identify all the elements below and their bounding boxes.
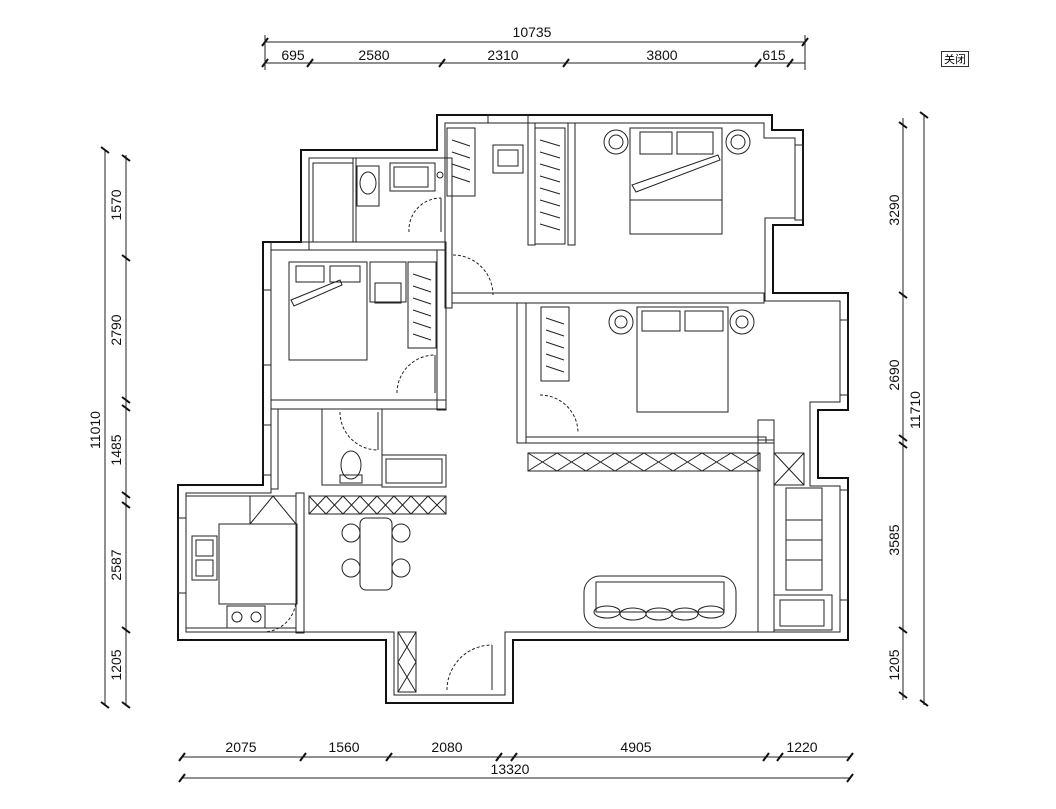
dim-bottom-seg: 1220 xyxy=(786,739,817,755)
dim-left-total: 11010 xyxy=(87,411,103,449)
dim-bottom-total: 13320 xyxy=(491,761,530,777)
dim-top-seg: 2310 xyxy=(487,47,518,63)
dim-left-seg: 1205 xyxy=(108,649,124,680)
dim-bottom-seg: 2075 xyxy=(225,739,256,755)
dim-bottom-seg: 4905 xyxy=(620,739,651,755)
windows xyxy=(177,114,849,601)
dimension-bottom: 2075 1560 2080 4905 1220 13320 xyxy=(178,739,854,783)
dimension-right: 3290 2690 3585 1205 11710 xyxy=(886,111,929,707)
dim-top-seg: 615 xyxy=(762,47,786,63)
kitchen-fixtures xyxy=(185,495,298,629)
dim-left-seg: 1485 xyxy=(108,434,124,465)
dim-left-seg: 2587 xyxy=(108,549,124,580)
middle-bathroom-fixtures xyxy=(321,408,447,488)
dim-bottom-seg: 1560 xyxy=(328,739,359,755)
dim-right-seg: 3290 xyxy=(886,194,902,225)
dim-right-seg: 2690 xyxy=(886,359,902,390)
dim-top-total: 10735 xyxy=(513,24,552,40)
dim-top-seg: 3800 xyxy=(646,47,677,63)
dim-left-seg: 2790 xyxy=(108,314,124,345)
desk-chair-top xyxy=(492,144,524,174)
dim-right-seg: 1205 xyxy=(886,649,902,680)
dimension-top: 10735 695 2580 2310 3800 615 xyxy=(261,24,809,70)
dimension-left: 11010 1570 2790 1485 2587 1205 xyxy=(87,146,131,709)
dim-left-seg: 1570 xyxy=(108,189,124,220)
dim-top-seg: 695 xyxy=(281,47,305,63)
dim-right-seg: 3585 xyxy=(886,524,902,555)
close-button[interactable]: 关闭 xyxy=(941,51,969,67)
dim-bottom-seg: 2080 xyxy=(431,739,462,755)
master-bedroom-bed xyxy=(603,127,751,235)
bedroom-3-furniture xyxy=(540,306,755,413)
top-bathroom-fixtures xyxy=(312,162,444,243)
dim-right-total: 11710 xyxy=(907,391,923,429)
dining-table xyxy=(341,517,411,591)
dim-top-seg: 2580 xyxy=(358,47,389,63)
wardrobe-top xyxy=(446,127,566,245)
balcony-fixtures xyxy=(773,487,833,631)
doors xyxy=(261,197,579,691)
bedroom-2-furniture xyxy=(288,261,437,361)
sofa xyxy=(583,575,737,629)
cabinet-row xyxy=(308,452,805,693)
